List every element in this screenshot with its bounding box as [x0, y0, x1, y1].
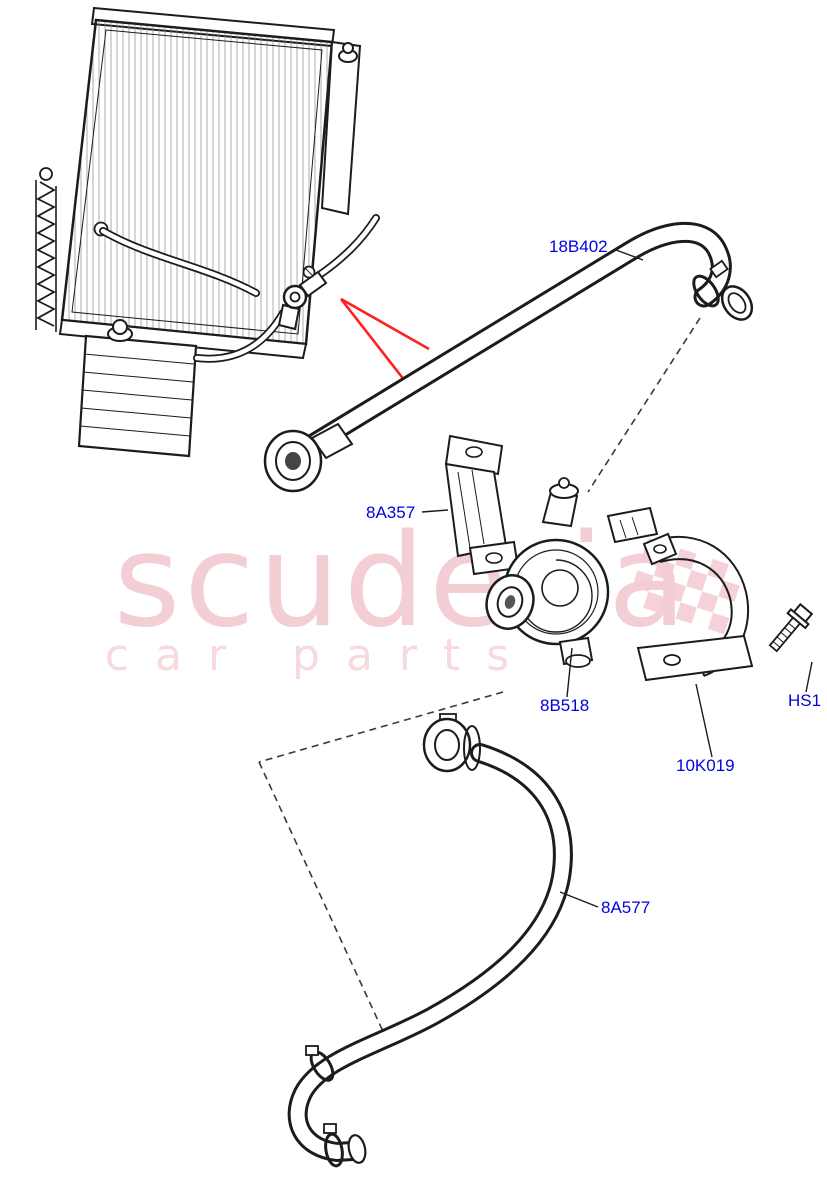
assembly-guide-lines	[258, 317, 701, 1041]
part-label-HS1[interactable]: HS1	[788, 691, 821, 710]
hose-clamp	[692, 259, 754, 321]
lower-hose-clamp-end	[323, 1123, 367, 1168]
screw-HS1	[768, 602, 814, 653]
label-leader-lines	[421, 249, 813, 908]
pump-bracket-8A357	[444, 434, 520, 576]
radiator	[35, 6, 362, 360]
part-label-8A357[interactable]: 8A357	[366, 503, 415, 522]
highlight-arrows	[339, 297, 430, 382]
radiator-bleed-connector-assembly	[93, 214, 380, 363]
lower-hose-quick-connect-fitting	[422, 713, 481, 773]
bleed-connector	[282, 284, 308, 310]
part-label-10K019[interactable]: 10K019	[676, 756, 735, 775]
part-label-8B518[interactable]: 8B518	[540, 696, 589, 715]
pump-outlet-nipple	[558, 477, 570, 489]
water-pump-8B518	[485, 477, 659, 668]
part-label-18B402[interactable]: 18B402	[549, 237, 608, 256]
watermark-checkered-flag	[632, 538, 740, 635]
pump-electrical-connector	[606, 506, 659, 544]
expansion-tank	[77, 319, 198, 458]
lower-hose-8A577	[287, 713, 573, 1168]
mount-bracket-10K019	[636, 532, 754, 682]
radiator-side-coil	[35, 167, 57, 332]
part-label-8A577[interactable]: 8A577	[601, 898, 650, 917]
lower-hose-clamp-upper	[305, 1045, 335, 1082]
tank-cap	[112, 319, 128, 335]
upper-hose-18B402	[263, 221, 754, 493]
watermark-subtitle-text: car parts	[105, 630, 535, 681]
